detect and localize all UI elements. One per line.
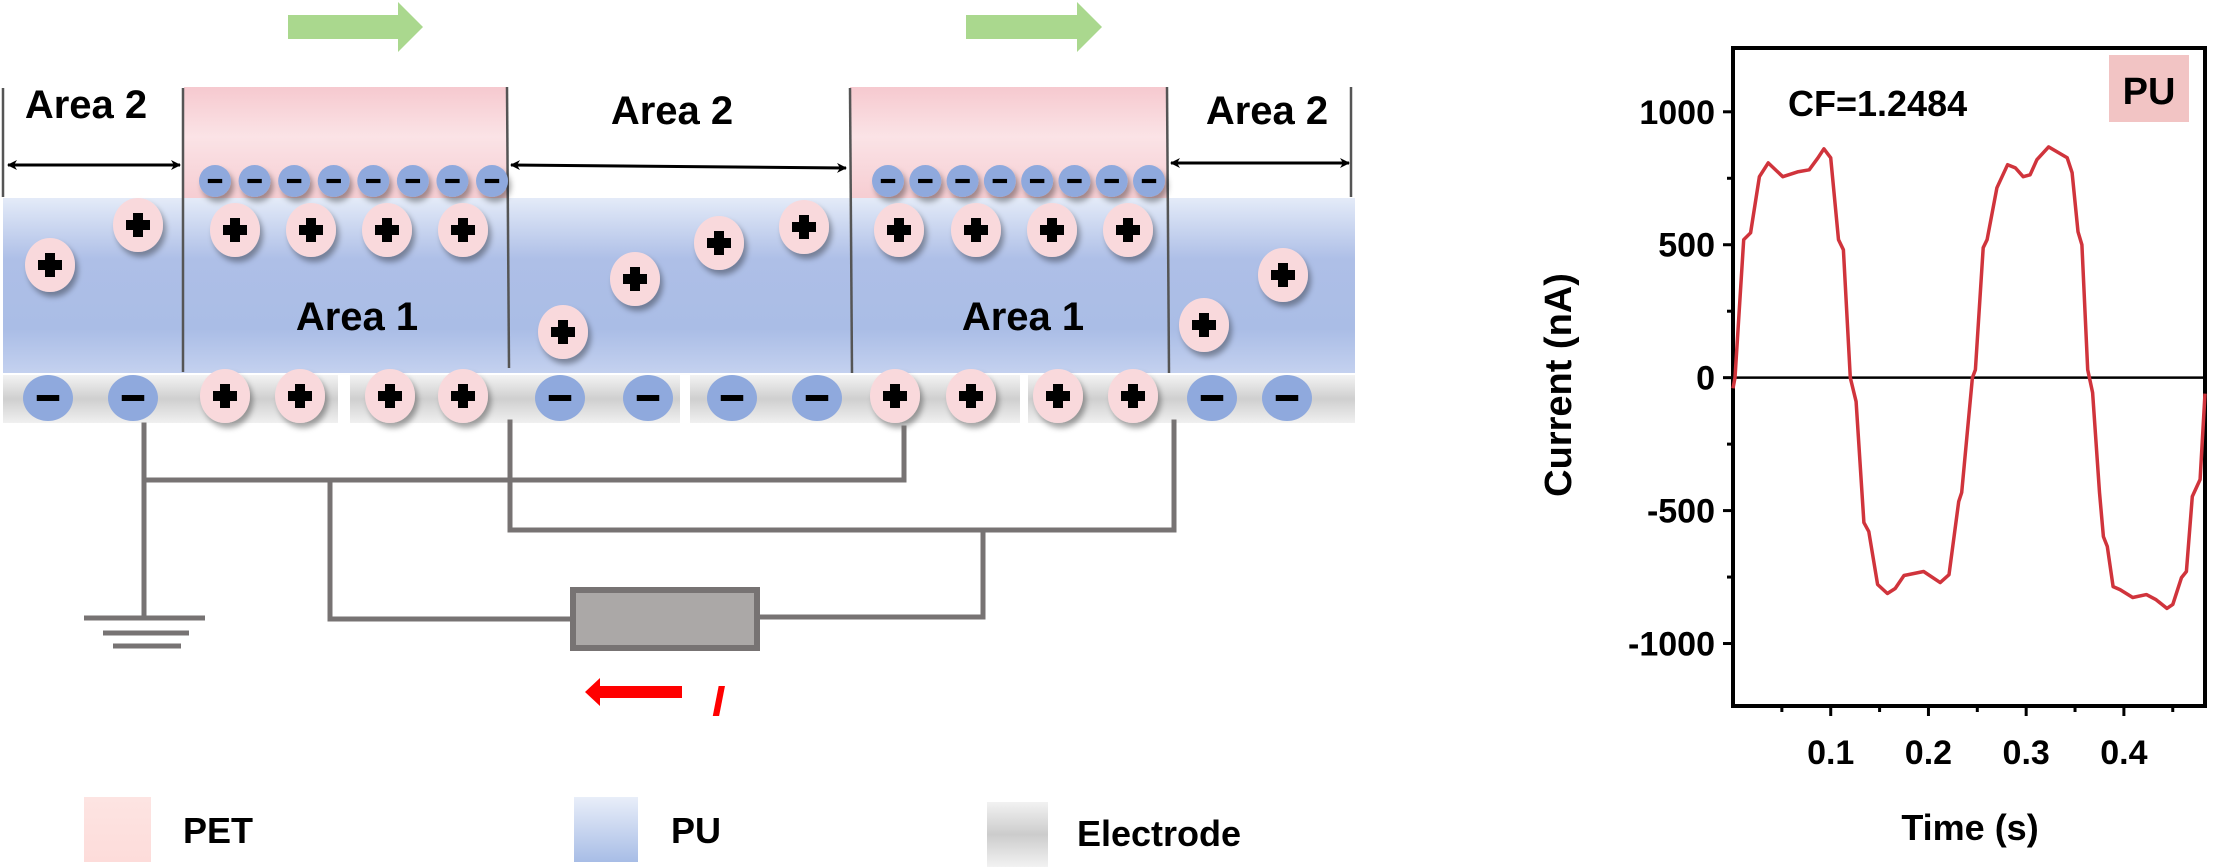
negative-charge-icon (872, 165, 904, 197)
negative-charge-icon (436, 165, 469, 197)
legend: PET PU Electrode (84, 797, 1241, 867)
y-tick-label: 0 (1696, 360, 1715, 398)
negative-charge-icon (623, 375, 673, 421)
negative-charge-icon (1187, 375, 1237, 421)
y-tick-label: 500 (1658, 227, 1715, 265)
positive-charge-icon (874, 203, 924, 257)
legend-swatch-pu (574, 797, 638, 862)
x-axis-ticks: 0.1 0.2 0.3 0.4 (1780, 706, 2175, 772)
negative-charge-icon (707, 375, 757, 421)
positive-charge-icon (779, 200, 829, 254)
negative-charge-icon (238, 165, 271, 197)
annotation-pu-box (2109, 55, 2189, 122)
positive-charge-icon (200, 369, 250, 423)
positive-charge-icon (1033, 369, 1083, 423)
x-tick-label: 0.1 (1807, 734, 1854, 772)
x-tick-label: 0.3 (2003, 734, 2050, 772)
positive-charge-icon (1027, 203, 1077, 257)
x-tick-label: 0.2 (1905, 734, 1952, 772)
circuit-wires (141, 419, 1177, 622)
annotation-cf: CF=1.2484 (1788, 83, 1967, 124)
annotation-pu: PU (2123, 71, 2176, 113)
area2-middle-span-arrow (510, 160, 847, 173)
negative-charge-icon (983, 165, 1016, 197)
negative-charge-icon (909, 165, 942, 197)
ground-icon (84, 615, 205, 649)
legend-label-pu: PU (671, 810, 721, 851)
negative-charge-icon (317, 165, 350, 197)
negative-charge-icon (946, 165, 979, 197)
positive-charge-icon (946, 369, 996, 423)
y-tick-label: -1000 (1628, 626, 1715, 664)
positive-charge-icon (438, 369, 488, 423)
divider (1165, 86, 1171, 374)
negative-charge-icon (23, 375, 73, 421)
current-direction-arrow-icon (585, 678, 682, 706)
positive-charge-icon (610, 252, 660, 306)
motion-arrow-2 (966, 2, 1102, 52)
legend-label-electrode: Electrode (1077, 813, 1241, 854)
positive-charge-icon (365, 369, 415, 423)
positive-charge-icon (951, 203, 1001, 257)
positive-charge-icon (538, 305, 588, 359)
negative-charge-icon (535, 375, 585, 421)
y-tick-label: -500 (1647, 493, 1715, 531)
charges (23, 165, 1312, 423)
wire-to-resistor-right (756, 527, 986, 620)
y-axis-ticks: -1000 -500 0 500 1000 (1628, 94, 1733, 664)
x-tick-label: 0.4 (2100, 734, 2147, 772)
negative-charge-icon (357, 165, 390, 197)
green-arrow-right-icon (966, 2, 1102, 52)
positive-charge-icon (438, 203, 488, 257)
y-axis-label: Current (nA) (1538, 273, 1580, 497)
positive-charge-icon (210, 203, 260, 257)
dimension-arrows (7, 158, 1350, 173)
area-dividers (1, 86, 1353, 374)
positive-charge-icon (113, 198, 163, 252)
area2-right-label: Area 2 (1206, 89, 1328, 133)
wire-to-resistor-left (327, 477, 574, 622)
divider (848, 87, 854, 374)
y-tick-label: 1000 (1639, 94, 1715, 132)
negative-charge-icon (199, 165, 231, 197)
area2-middle-label: Area 2 (611, 89, 733, 133)
positive-charge-icon (1103, 203, 1153, 257)
resistor-icon (570, 587, 760, 651)
positive-charge-icon (694, 216, 744, 270)
motion-arrow-1 (288, 2, 423, 52)
area1-right-label: Area 1 (962, 295, 1084, 339)
series-line-pu-current (1731, 145, 2207, 611)
positive-charge-icon (275, 369, 325, 423)
positive-charge-icon (1108, 369, 1158, 423)
legend-swatch-electrode (987, 802, 1048, 867)
wire-bus-a (141, 425, 907, 483)
negative-charge-icon (1262, 375, 1312, 421)
negative-charge-icon (396, 165, 429, 197)
positive-charge-icon (362, 203, 412, 257)
positive-charge-icon (1258, 248, 1308, 302)
divider (505, 86, 511, 369)
negative-charge-icon (1021, 165, 1054, 197)
positive-charge-icon (1179, 298, 1229, 352)
green-arrow-right-icon (288, 2, 423, 52)
current-chart: -1000 -500 0 500 1000 0.1 0.2 0.3 0.4 CF=1.2484… (1538, 46, 2207, 848)
negative-charge-icon (792, 375, 842, 421)
x-axis-label: Time (s) (1901, 807, 2038, 848)
positive-charge-icon (870, 369, 920, 423)
current-label: I (712, 677, 725, 726)
positive-charge-icon (286, 203, 336, 257)
negative-charge-icon (108, 375, 158, 421)
negative-charge-icon (1133, 165, 1165, 197)
negative-charge-icon (476, 165, 508, 197)
negative-charge-icon (1058, 165, 1091, 197)
legend-swatch-pet (84, 797, 151, 862)
area1-left-label: Area 1 (296, 295, 418, 339)
legend-label-pet: PET (183, 810, 253, 851)
negative-charge-icon (1095, 165, 1128, 197)
positive-charge-icon (25, 238, 75, 292)
negative-charge-icon (278, 165, 311, 197)
area2-left-label: Area 2 (25, 83, 147, 127)
wire-bus-b (507, 419, 1177, 533)
